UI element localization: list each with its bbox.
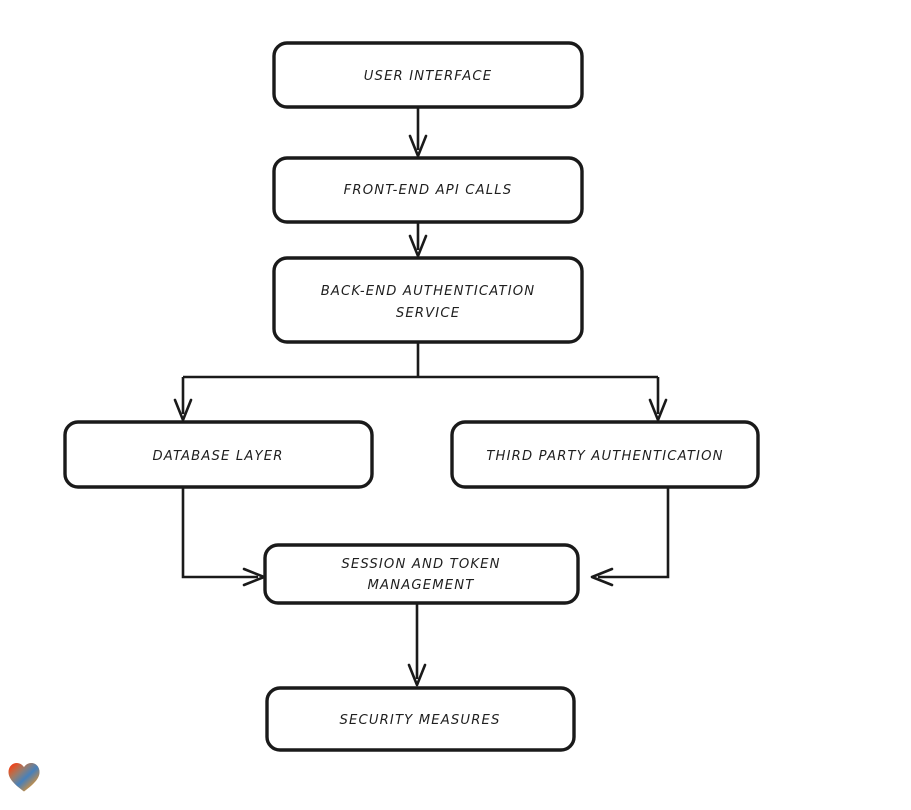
node-label-third-party-authentication: THIRD PARTY AUTHENTICATION <box>486 449 723 464</box>
node-box-third-party-authentication[interactable] <box>450 420 760 489</box>
node-box-user-interface[interactable] <box>272 41 584 109</box>
edge-layer <box>173 107 670 687</box>
node-box-security-measures[interactable] <box>265 686 576 752</box>
node-third-party-authentication[interactable]: THIRD PARTY AUTHENTICATION <box>450 420 760 489</box>
node-layer: USER INTERFACE FRONT-END API CALLS BACK-… <box>63 41 760 752</box>
edge-backend-to-database <box>173 377 193 422</box>
edge-backend-to-thirdparty <box>648 377 668 422</box>
heart-icon <box>8 763 40 792</box>
heart-icon-blue-overlay <box>8 763 40 792</box>
edge-session-to-security <box>407 603 427 687</box>
edge-thirdparty-to-session <box>590 487 670 587</box>
node-label-back-end-authentication-service-line2: SERVICE <box>396 306 460 321</box>
node-session-and-token-management[interactable]: SESSION AND TOKEN MANAGEMENT <box>263 543 580 605</box>
edge-backend-split-bus <box>183 342 658 379</box>
node-label-session-and-token-management-line2: MANAGEMENT <box>368 578 475 593</box>
node-label-front-end-api-calls: FRONT-END API CALLS <box>344 183 513 198</box>
node-label-session-and-token-management-line1: SESSION AND TOKEN <box>341 557 500 572</box>
node-label-security-measures: SECURITY MEASURES <box>339 713 500 728</box>
edge-ui-to-api <box>408 107 428 158</box>
node-box-database-layer[interactable] <box>63 420 374 489</box>
node-security-measures[interactable]: SECURITY MEASURES <box>265 686 576 752</box>
edge-api-to-backend <box>408 222 428 258</box>
node-box-session-and-token-management[interactable] <box>263 543 580 605</box>
node-box-front-end-api-calls[interactable] <box>272 156 584 224</box>
node-label-database-layer: DATABASE LAYER <box>152 449 283 464</box>
node-box-back-end-authentication-service[interactable] <box>272 256 584 344</box>
node-back-end-authentication-service[interactable]: BACK-END AUTHENTICATION SERVICE <box>272 256 584 344</box>
node-label-back-end-authentication-service-line1: BACK-END AUTHENTICATION <box>321 284 536 299</box>
node-front-end-api-calls[interactable]: FRONT-END API CALLS <box>272 156 584 224</box>
node-database-layer[interactable]: DATABASE LAYER <box>63 420 374 489</box>
node-label-user-interface: USER INTERFACE <box>364 69 493 84</box>
edge-database-to-session <box>181 487 266 587</box>
node-user-interface[interactable]: USER INTERFACE <box>272 41 584 109</box>
